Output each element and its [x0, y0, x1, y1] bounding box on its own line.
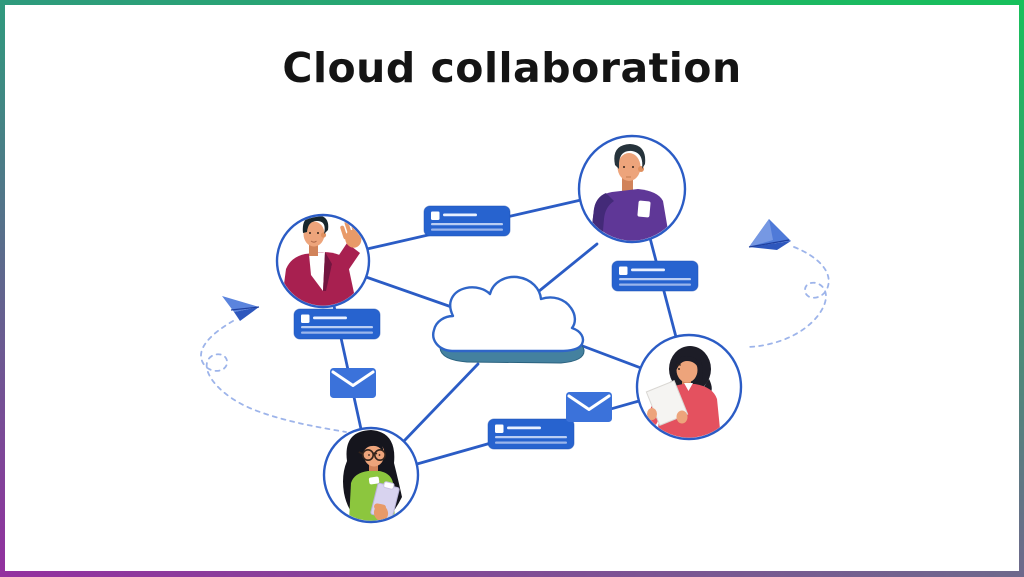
chat-message-icon-bottom [487, 418, 575, 450]
avatar-woman-clipboard [322, 426, 420, 524]
envelope-icon-bottom [564, 390, 614, 424]
chat-message-icon-right [611, 260, 699, 292]
dashed-flight-path-right [745, 246, 830, 348]
avatar-woman-reading-document [635, 333, 743, 441]
paper-plane-icon-left [222, 296, 260, 321]
cloud-icon [432, 275, 585, 364]
connection-line [364, 275, 465, 313]
dashed-flight-path-left [200, 320, 347, 433]
avatar-man-waving [275, 213, 371, 309]
avatar-man-purple-shirt [577, 134, 687, 244]
envelope-icon-left [328, 366, 378, 400]
flight-paths [200, 246, 830, 433]
paper-plane-icon-right [748, 219, 791, 250]
page-title: Cloud collaboration [282, 44, 742, 92]
chat-message-icon-left [293, 308, 381, 340]
connection-line [570, 340, 643, 370]
chat-message-icon-top [423, 205, 511, 237]
connection-line [402, 362, 480, 443]
connection-line [531, 242, 599, 298]
